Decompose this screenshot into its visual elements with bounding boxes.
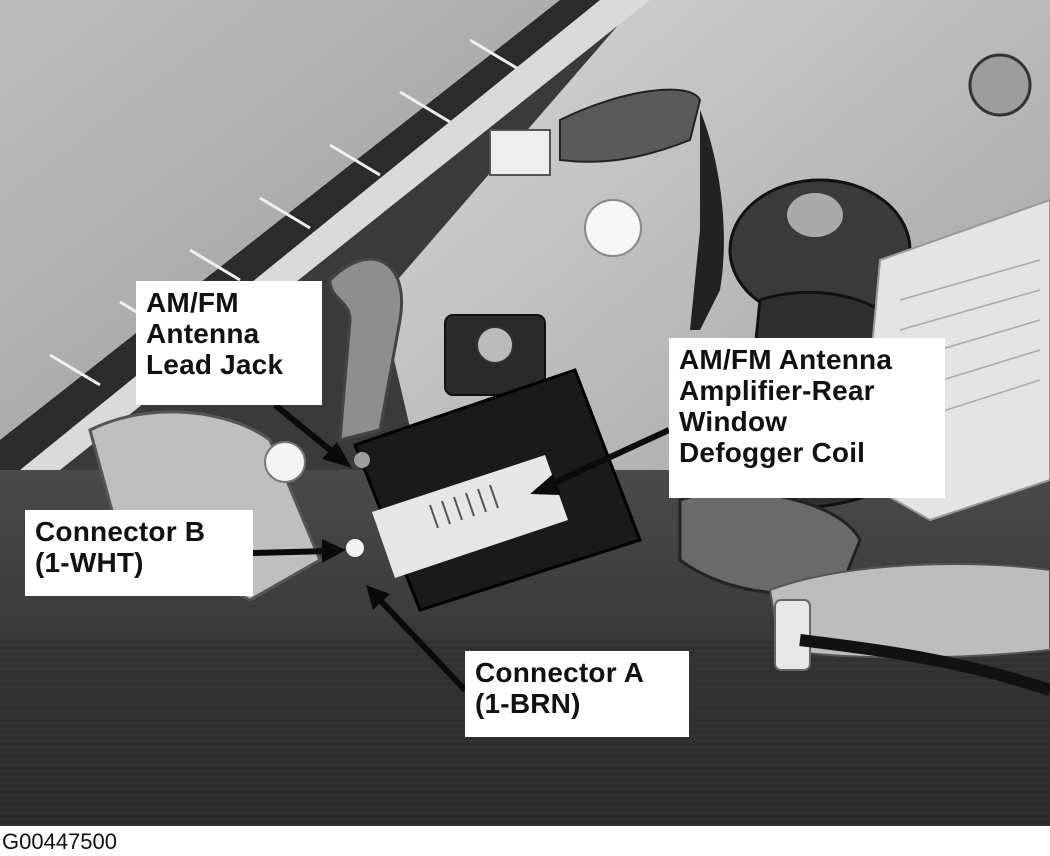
bracket-clip bbox=[264, 441, 306, 483]
callout-antenna-lead-jack: AM/FM Antenna Lead Jack bbox=[136, 281, 322, 405]
antenna-jack-port bbox=[354, 452, 370, 468]
arrowhead-connector-b bbox=[322, 539, 346, 563]
arrow-amplifier bbox=[543, 427, 671, 490]
lower-cable bbox=[799, 634, 1050, 696]
arrow-connector-a bbox=[375, 595, 468, 693]
top-right-bolt bbox=[968, 53, 1032, 117]
callout-connector-b: Connector B (1-WHT) bbox=[25, 510, 253, 596]
wire-bundle bbox=[690, 110, 724, 330]
harness-connector bbox=[489, 129, 551, 176]
arrowhead-connector-a bbox=[366, 585, 390, 610]
right-trim-bar bbox=[768, 563, 1050, 659]
right-clip bbox=[774, 599, 811, 671]
callout-connector-a: Connector A (1-BRN) bbox=[465, 651, 689, 737]
figure-id: G00447500 bbox=[2, 829, 117, 854]
arrowhead-antenna-jack bbox=[322, 442, 352, 468]
hose bbox=[328, 257, 403, 442]
callout-antenna-amplifier: AM/FM Antenna Amplifier-Rear Window Defo… bbox=[669, 338, 945, 498]
callout-arrows bbox=[252, 402, 671, 693]
arrowhead-amplifier bbox=[530, 474, 561, 495]
wiring-harness-upper bbox=[559, 88, 702, 163]
connector-b-plug bbox=[346, 539, 364, 557]
amplifier-label bbox=[372, 455, 568, 578]
label-barcode bbox=[429, 484, 499, 529]
trim-clip bbox=[584, 199, 642, 257]
arrow-antenna-jack bbox=[273, 402, 342, 461]
arrow-connector-b bbox=[252, 548, 331, 556]
right-bolt bbox=[787, 193, 843, 237]
mount-nut bbox=[476, 326, 514, 364]
